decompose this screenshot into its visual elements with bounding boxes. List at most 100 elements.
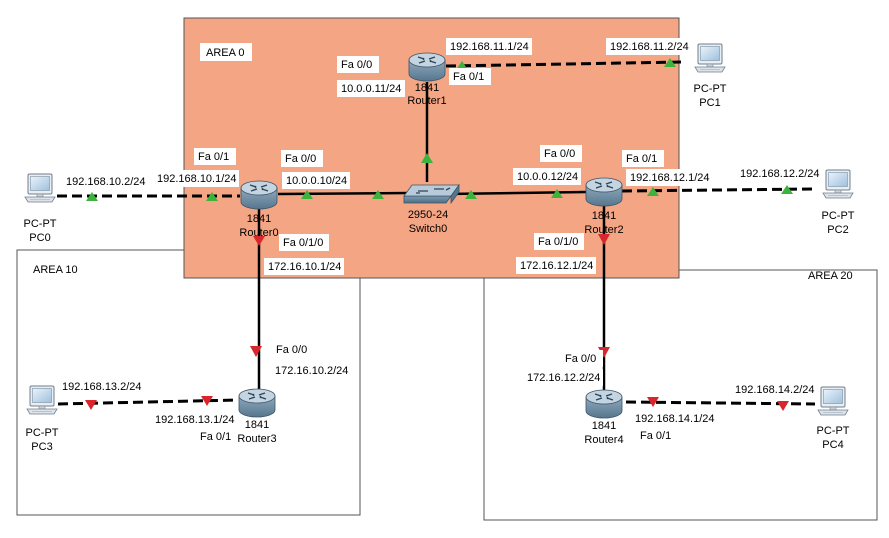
router1-fa00-ip: 10.0.0.11/24 (341, 83, 401, 95)
router3[interactable]: 1841 Router3 (237, 388, 277, 445)
router2-fa00-label: Fa 0/0 (544, 148, 575, 160)
switch-icon (403, 183, 460, 205)
pc4-name: PC4 (822, 439, 843, 451)
switch0-name: Switch0 (409, 223, 448, 235)
link-status-indicators (85, 58, 793, 411)
router4-fa01-ip: 192.168.14.1/24 (635, 413, 715, 425)
router-icon (238, 388, 276, 418)
link-down-indicator (598, 347, 610, 358)
link-router1-pc1[interactable] (445, 60, 685, 68)
router-icon (585, 389, 623, 419)
link-up-indicator (421, 153, 433, 163)
switch0-model: 2950-24 (408, 209, 448, 221)
pc0-name: PC0 (29, 232, 50, 244)
link-router0-switch0[interactable] (277, 191, 409, 196)
pc1-name: PC1 (699, 97, 720, 109)
link-down-indicator (647, 397, 659, 407)
router4-model: 1841 (592, 420, 616, 432)
pc0-ip: 192.168.10.2/24 (66, 176, 146, 188)
router-icon (408, 52, 446, 82)
router0-fa00-label: Fa 0/0 (285, 153, 316, 165)
pc-icon (26, 385, 58, 415)
pc-icon (822, 169, 854, 199)
router3-fa00-label: Fa 0/0 (276, 344, 307, 356)
router1-model: 1841 (415, 82, 439, 94)
link-up-indicator (301, 190, 313, 199)
router3-fa01-ip: 192.168.13.1/24 (155, 414, 235, 426)
pc4[interactable]: PC-PT PC4 (817, 386, 850, 451)
router2-fa010-label: Fa 0/1/0 (538, 236, 578, 248)
pc-icon (24, 173, 56, 203)
link-up-indicator (456, 61, 468, 70)
link-down-indicator (250, 346, 262, 357)
router0-fa010-ip: 172.16.10.1/24 (268, 261, 341, 273)
router2-name: Router2 (584, 224, 623, 236)
router2-fa01-ip: 192.168.12.1/24 (630, 172, 710, 184)
pc1[interactable]: PC-PT PC1 (694, 43, 727, 109)
router2-fa010-ip: 172.16.12.1/24 (520, 260, 593, 272)
area-0-label-bg (200, 43, 252, 61)
link-down-indicator (201, 396, 213, 406)
pc4-model: PC-PT (817, 425, 850, 437)
router2-model: 1841 (592, 210, 616, 222)
router-icon (585, 177, 623, 207)
link-up-indicator (647, 187, 659, 196)
link-up-indicator (664, 58, 676, 67)
router3-fa01-label: Fa 0/1 (200, 431, 231, 443)
pc3-name: PC3 (31, 441, 52, 453)
pc-icon (694, 43, 726, 73)
router1-fa00-label: Fa 0/0 (341, 59, 372, 71)
area-20-box (483, 269, 878, 521)
router0-fa010-label: Fa 0/1/0 (283, 237, 323, 249)
area-0-label: AREA 0 (206, 47, 245, 59)
router3-model: 1841 (245, 419, 269, 431)
router1-fa01-ip: 192.168.11.1/24 (450, 41, 529, 53)
router0-model: 1841 (247, 213, 271, 225)
link-down-indicator (253, 236, 265, 246)
link-up-indicator (551, 189, 563, 198)
router0-fa01-ip: 192.168.10.1/24 (157, 173, 237, 185)
router0[interactable]: 1841 Router0 (239, 180, 279, 239)
area-10-label: AREA 10 (33, 264, 78, 276)
router3-name: Router3 (237, 433, 276, 445)
router4-name: Router4 (584, 434, 623, 446)
router2-fa01-label: Fa 0/1 (626, 153, 657, 165)
router0-name: Router0 (239, 227, 278, 239)
link-down-indicator (777, 401, 789, 411)
link-down-indicator (598, 234, 610, 245)
pc3-model: PC-PT (26, 427, 59, 439)
router0-fa00-ip: 10.0.0.10/24 (286, 175, 347, 187)
router2-fa00-ip: 10.0.0.12/24 (517, 171, 578, 183)
pc2-ip: 192.168.12.2/24 (740, 168, 820, 180)
interface-labels: Fa 0/0 10.0.0.11/24 192.168.11.1/24 Fa 0… (58, 38, 822, 445)
switch0[interactable]: 2950-24 Switch0 (403, 183, 460, 235)
router1[interactable]: 1841 Router1 (407, 52, 447, 107)
router4[interactable]: 1841 Router4 (584, 389, 624, 446)
router4-fa00-label: Fa 0/0 (565, 353, 596, 365)
router1-fa01-label: Fa 0/1 (453, 71, 484, 83)
link-up-indicator (206, 192, 218, 201)
area-20-label: AREA 20 (808, 270, 853, 282)
pc1-model: PC-PT (694, 83, 727, 95)
link-up-indicator (372, 190, 384, 199)
pc3[interactable]: PC-PT PC3 (26, 385, 59, 453)
link-up-indicator (781, 185, 793, 194)
router4-fa01-label: Fa 0/1 (640, 430, 671, 442)
link-down-indicator (85, 400, 97, 410)
pc-icon (817, 386, 849, 416)
pc1-ip: 192.168.11.2/24 (610, 41, 689, 53)
pc2-model: PC-PT (822, 210, 855, 222)
pc0[interactable]: PC-PT PC0 (24, 173, 57, 244)
router2[interactable]: 1841 Router2 (584, 177, 624, 236)
pc3-ip: 192.168.13.2/24 (62, 381, 142, 393)
pc0-model: PC-PT (24, 218, 57, 230)
pc2[interactable]: PC-PT PC2 (822, 169, 855, 236)
router-icon (240, 180, 278, 210)
router3-fa00-ip: 172.16.10.2/24 (275, 365, 348, 377)
router0-fa01-label: Fa 0/1 (198, 151, 229, 163)
link-up-indicator (86, 192, 98, 201)
pc4-ip: 192.168.14.2/24 (735, 384, 815, 396)
link-up-indicator (465, 190, 477, 199)
